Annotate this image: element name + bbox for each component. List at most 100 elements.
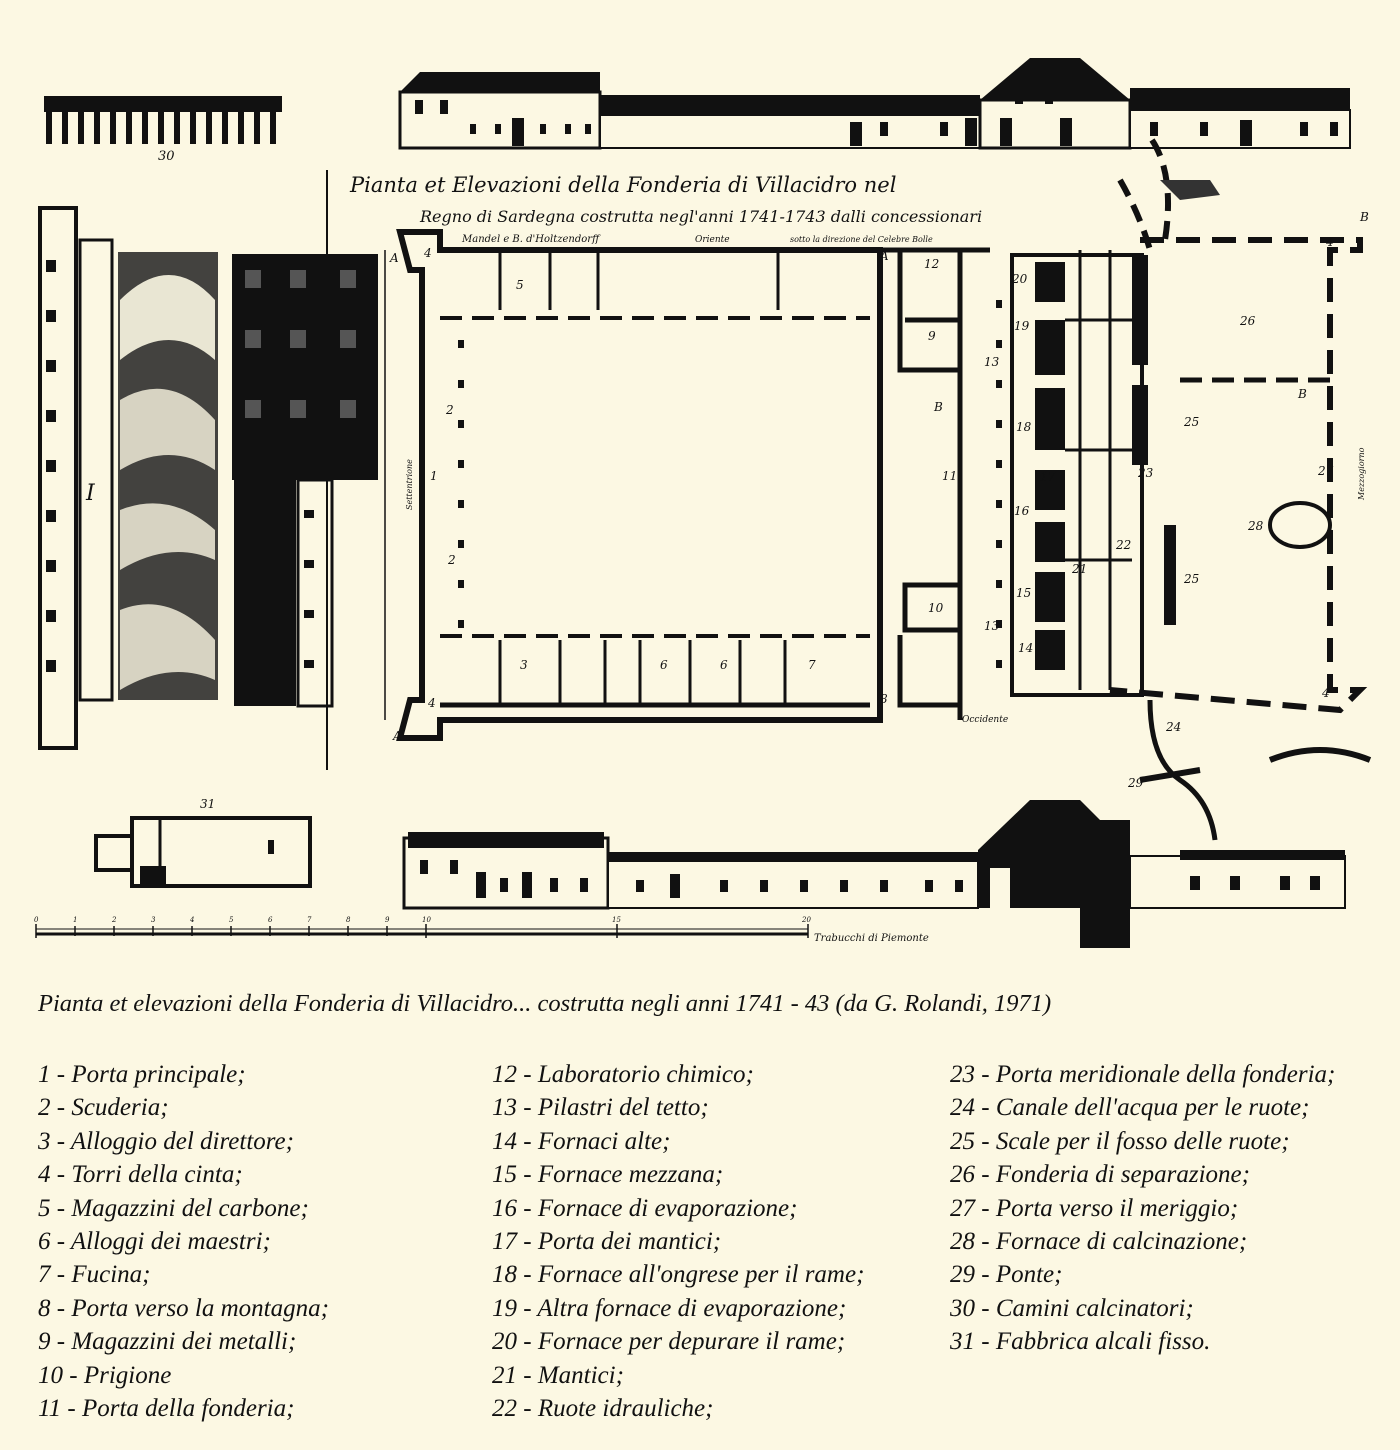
legend-item: 5 - Magazzini del carbone; <box>38 1194 309 1222</box>
svg-text:A: A <box>389 251 399 265</box>
legend-item: 24 - Canale dell'acqua per le ruote; <box>950 1094 1310 1122</box>
svg-text:11: 11 <box>942 469 957 483</box>
legend-item: 17 - Porta dei mantici; <box>492 1227 722 1255</box>
plate-title-line3c: sotto la direzione del Celebre Bolle <box>790 235 933 244</box>
scale-tick-5: 5 <box>229 916 234 924</box>
scale-tick-7: 7 <box>307 916 312 924</box>
svg-text:25: 25 <box>1183 572 1199 586</box>
plate-title-line3a: Mandel e B. d'Holtzendorff <box>461 234 601 245</box>
svg-text:17: 17 <box>1040 470 1056 484</box>
svg-text:1: 1 <box>430 469 438 483</box>
svg-text:I: I <box>85 481 96 506</box>
scale-tick-15: 15 <box>612 916 621 924</box>
orient-north: Settentrione <box>405 459 414 510</box>
legend-item: 20 - Fornace per depurare il rame; <box>492 1328 846 1356</box>
plate-title-line3b: Oriente <box>695 235 730 245</box>
legend-column-3: 23 - Porta meridionale della fonderia; 2… <box>950 1058 1335 1359</box>
svg-text:7: 7 <box>808 658 816 672</box>
svg-text:A: A <box>879 249 889 263</box>
svg-text:13: 13 <box>984 355 1000 369</box>
svg-text:27: 27 <box>1317 464 1334 478</box>
svg-text:14: 14 <box>1018 641 1033 655</box>
legend-item: 19 - Altra fornace di evaporazione; <box>492 1294 847 1322</box>
svg-text:20: 20 <box>1011 272 1028 286</box>
legend-item: 2 - Scuderia; <box>38 1094 169 1122</box>
figure-caption: Pianta et elevazioni della Fonderia di V… <box>38 990 1052 1017</box>
svg-text:29: 29 <box>1127 776 1144 790</box>
legend-item: 26 - Fonderia di separazione; <box>950 1161 1250 1189</box>
svg-text:9: 9 <box>928 329 936 343</box>
legend-item: 18 - Fornace all'ongrese per il rame; <box>492 1261 865 1289</box>
svg-text:23: 23 <box>1137 466 1154 480</box>
legend-item: 10 - Prigione <box>38 1361 172 1389</box>
scale-tick-10: 10 <box>422 916 431 924</box>
svg-text:A: A <box>392 729 402 743</box>
scale-tick-8: 8 <box>346 916 351 924</box>
alkali-factory-31 <box>94 816 312 888</box>
legend-item: 29 - Ponte; <box>950 1261 1063 1289</box>
svg-text:22: 22 <box>1115 538 1131 552</box>
scale-tick-6: 6 <box>268 916 273 924</box>
svg-text:24: 24 <box>1165 720 1181 734</box>
top-elevation <box>398 58 1351 150</box>
svg-text:15: 15 <box>1016 586 1031 600</box>
legend-column-1: 1 - Porta principale; 2 - Scuderia; 3 - … <box>38 1058 329 1425</box>
svg-text:B: B <box>1297 387 1307 401</box>
scale-label: Trabucchi di Piemonte <box>814 933 929 944</box>
svg-text:28: 28 <box>1247 519 1264 533</box>
legend-item: 25 - Scale per il fosso delle ruote; <box>950 1127 1290 1155</box>
legend-item: 13 - Pilastri del tetto; <box>492 1094 709 1122</box>
svg-text:19: 19 <box>1014 319 1030 333</box>
calcining-chimneys-30: 30 <box>44 96 282 164</box>
svg-text:B: B <box>933 400 943 414</box>
plate-title-line1: Pianta et Elevazioni della Fonderia di V… <box>349 173 896 197</box>
svg-text:2: 2 <box>447 553 456 567</box>
legend-item: 14 - Fornaci alte; <box>492 1127 671 1155</box>
orient-west: Occidente <box>962 715 1008 725</box>
legend-item: 7 - Fucina; <box>38 1261 151 1289</box>
legend-item: 31 - Fabbrica alcali fisso. <box>950 1328 1211 1356</box>
legend-column-2: 12 - Laboratorio chimico; 13 - Pilastri … <box>492 1058 864 1425</box>
svg-text:6: 6 <box>720 658 728 672</box>
svg-text:16: 16 <box>1014 504 1030 518</box>
side-elevations: I <box>38 170 386 770</box>
scale-tick-0: 0 <box>34 916 39 924</box>
svg-text:25: 25 <box>1183 415 1199 429</box>
legend-item: 8 - Porta verso la montagna; <box>38 1294 329 1322</box>
legend-item: 11 - Porta della fonderia; <box>38 1394 295 1422</box>
scale-tick-2: 2 <box>111 916 117 924</box>
legend-item: 12 - Laboratorio chimico; <box>492 1061 754 1088</box>
bottom-elevation <box>402 800 1346 948</box>
legend-item: 28 - Fornace di calcinazione; <box>950 1227 1248 1255</box>
svg-text:26: 26 <box>1239 314 1256 328</box>
svg-text:2: 2 <box>445 403 454 417</box>
svg-text:13: 13 <box>984 619 1000 633</box>
legend-item: 27 - Porta verso il meriggio; <box>950 1194 1239 1222</box>
svg-text:3: 3 <box>520 658 528 672</box>
scale-tick-20: 20 <box>801 916 811 924</box>
legend-item: 30 - Camini calcinatori; <box>950 1294 1194 1322</box>
legend-item: 1 - Porta principale; <box>38 1061 246 1088</box>
svg-text:8: 8 <box>880 692 888 706</box>
svg-text:10: 10 <box>928 601 944 615</box>
plate-title-line2: Regno di Sardegna costrutta negl'anni 17… <box>419 207 982 226</box>
svg-text:30: 30 <box>158 149 175 164</box>
svg-text:B: B <box>1359 210 1369 224</box>
legend-item: 4 - Torri della cinta; <box>38 1161 243 1189</box>
legend-item: 23 - Porta meridionale della fonderia; <box>950 1061 1336 1088</box>
legend-item: 6 - Alloggi dei maestri; <box>38 1227 271 1255</box>
scale-tick-3: 3 <box>151 916 156 924</box>
scale-tick-1: 1 <box>73 916 77 924</box>
svg-text:4: 4 <box>423 246 432 260</box>
legend-item: 22 - Ruote idrauliche; <box>492 1394 714 1422</box>
svg-text:18: 18 <box>1016 420 1032 434</box>
enclosure-plan <box>396 138 1372 841</box>
legend-item: 16 - Fornace di evaporazione; <box>492 1194 798 1222</box>
orient-south: Mezzogiorno <box>1357 447 1366 501</box>
legend-item: 21 - Mantici; <box>492 1361 624 1389</box>
svg-text:4: 4 <box>1325 235 1334 249</box>
svg-text:4: 4 <box>1321 686 1330 700</box>
foundry-plan-engraving: 30 Pianta et Elevazioni della Fonderia d… <box>34 58 1372 948</box>
legend-item: 15 - Fornace mezzana; <box>492 1161 724 1189</box>
